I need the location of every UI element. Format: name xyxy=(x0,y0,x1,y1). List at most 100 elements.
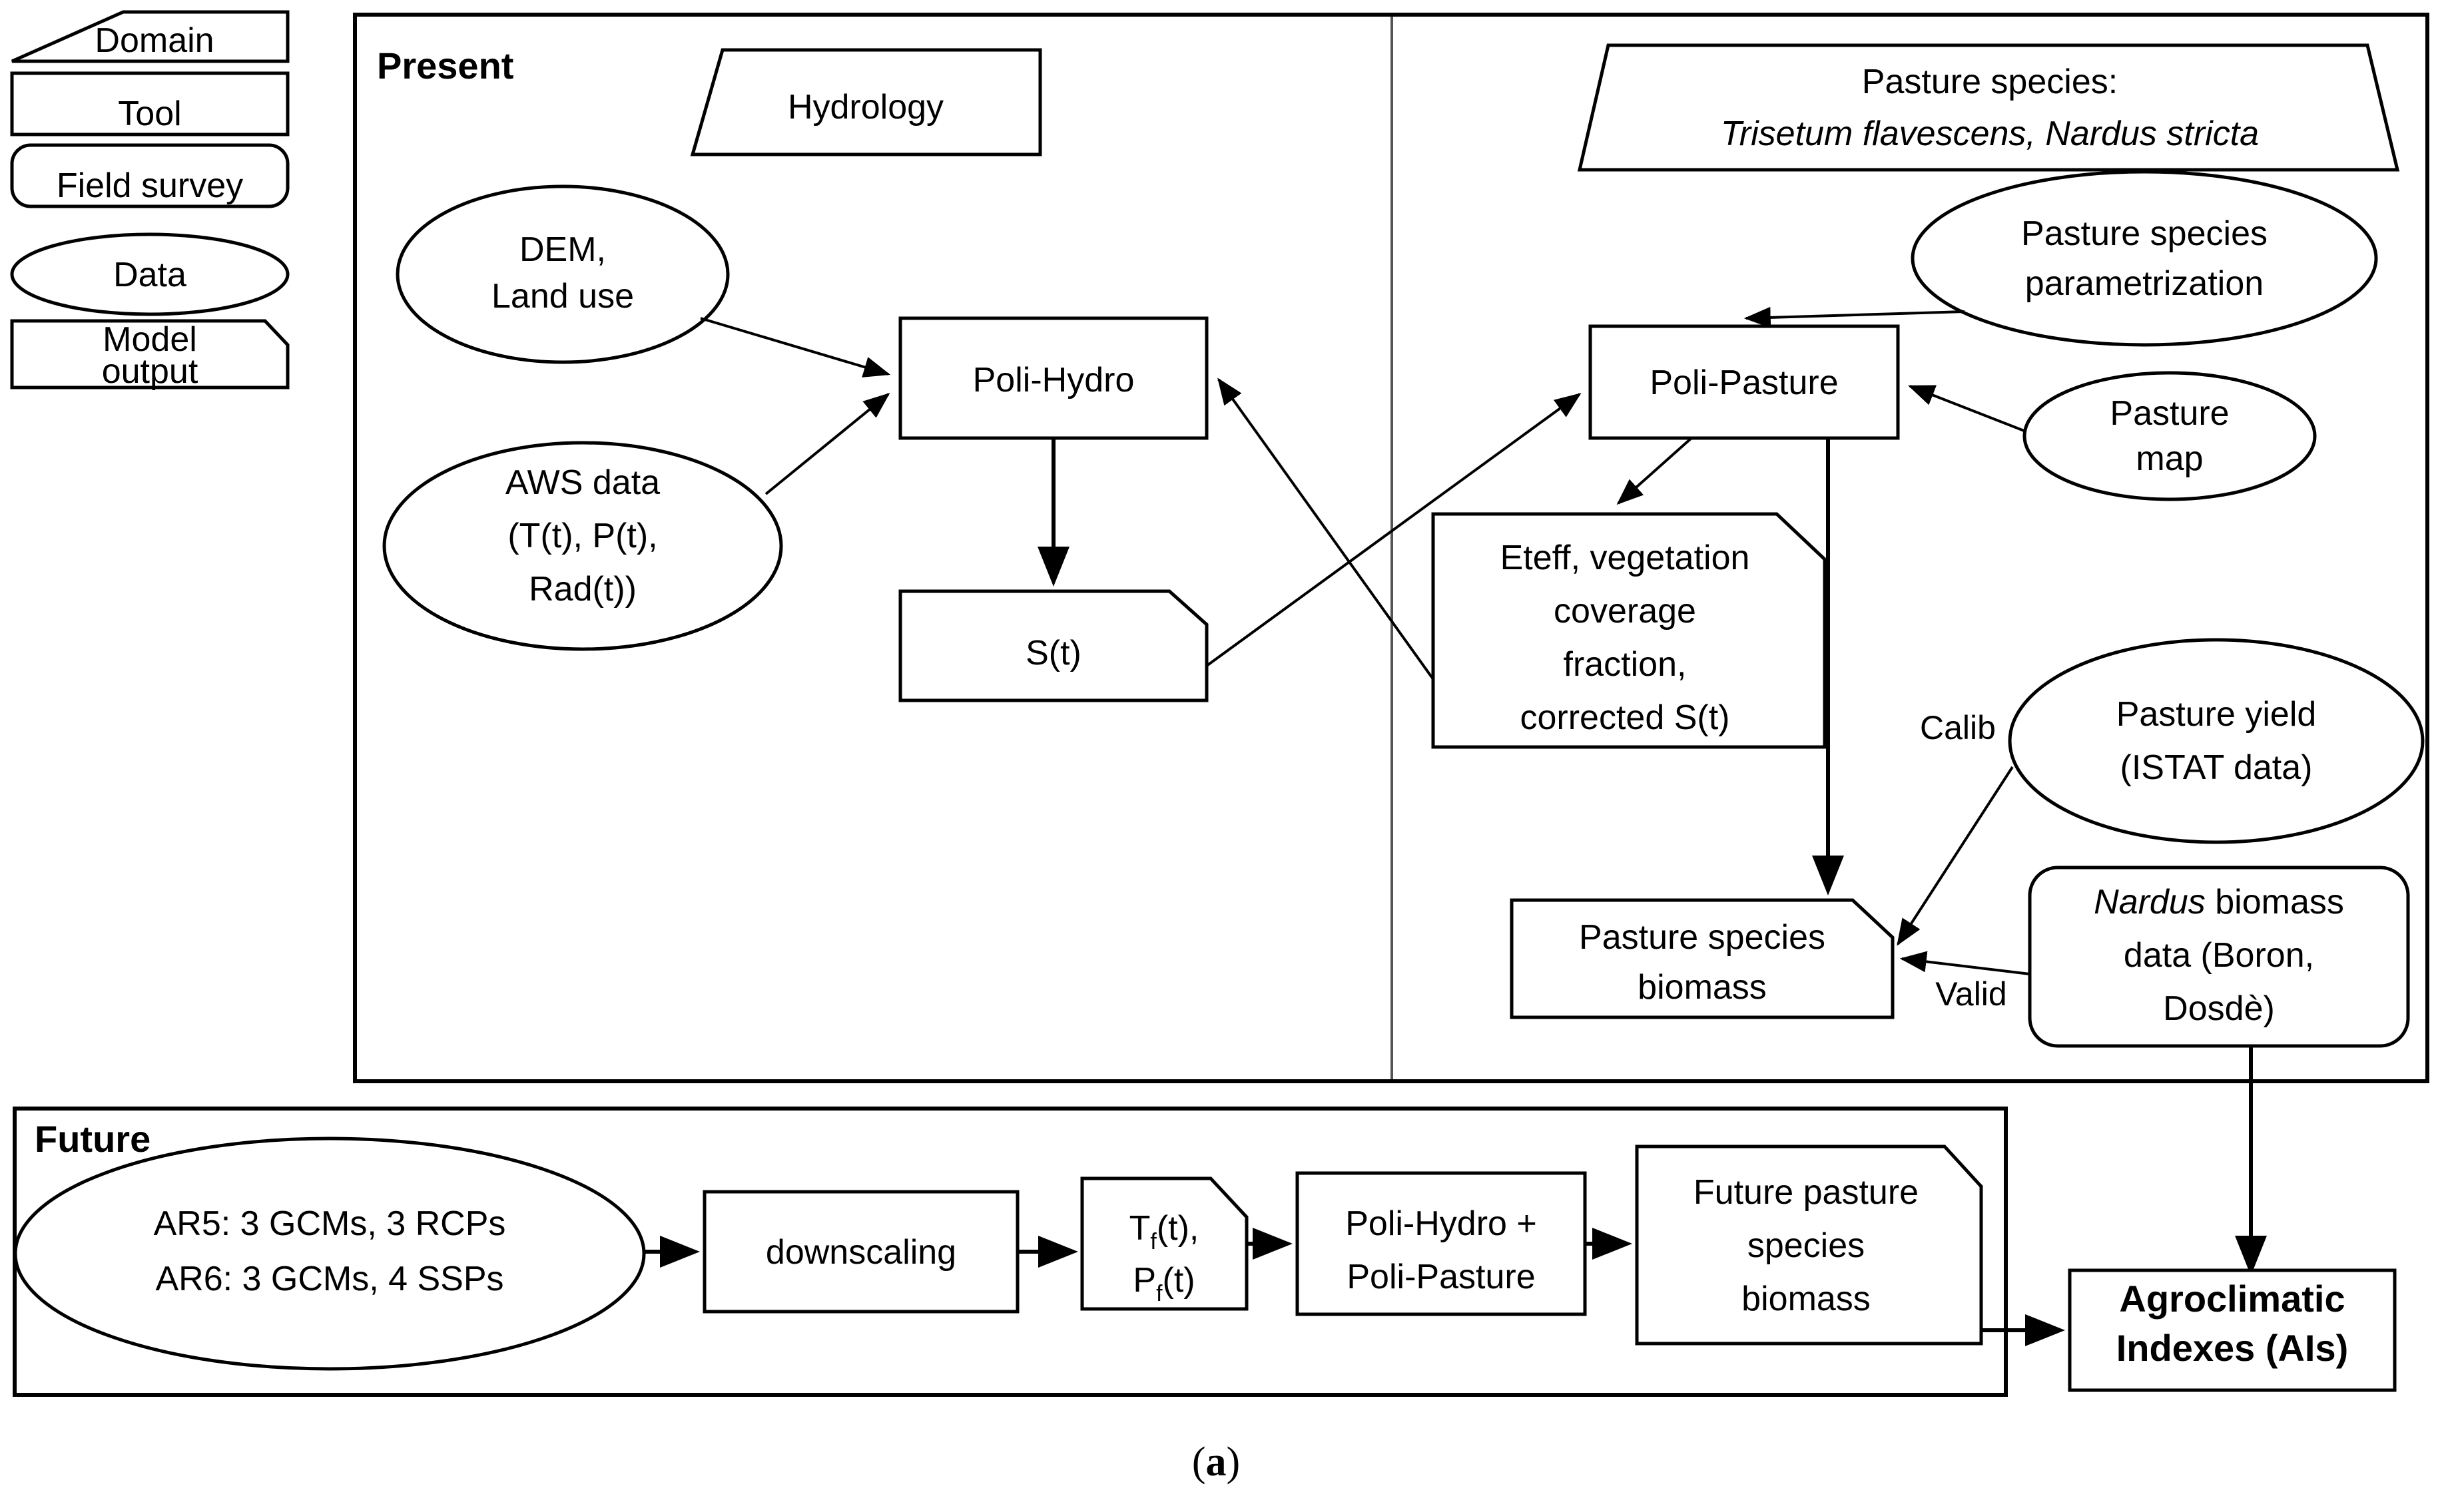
legend-model-output-line1: Model xyxy=(103,320,197,359)
future-output-line2: species xyxy=(1747,1226,1865,1265)
rounded-rectangle-shape xyxy=(2028,866,2410,1048)
rectangle-shape xyxy=(2068,1268,2397,1392)
eteff-line1: Eteff, vegetation xyxy=(1500,539,1750,577)
scenarios-line2: AR6: 3 GCMs, 4 SSPs xyxy=(155,1260,503,1298)
folded-corner-shape xyxy=(1431,512,1827,749)
present-title: Present xyxy=(377,45,513,87)
folded-corner-shape xyxy=(1510,898,1895,1019)
folded-corner-shape xyxy=(1080,1176,1249,1311)
rectangle-shape xyxy=(10,71,290,136)
eteff-line4: corrected S(t) xyxy=(1520,698,1730,737)
legend-tool-label: Tool xyxy=(118,95,181,133)
pasture-species-domain-line1: Pasture species: xyxy=(1862,63,2118,101)
link-pasturemap-to-polipasture xyxy=(1908,385,2026,433)
legend-item-tool: Tool xyxy=(10,71,290,136)
rounded-rectangle-shape xyxy=(10,143,290,208)
legend-field-survey-label: Field survey xyxy=(57,166,243,205)
trapezoid-shape xyxy=(690,48,1042,156)
aws-data-node: AWS data (T(t), P(t), Rad(t)) xyxy=(382,441,783,651)
pasture-parametrization-line1: Pasture species xyxy=(2021,214,2268,253)
ellipse-shape xyxy=(396,184,730,364)
poli-hydro-label: Poli-Hydro xyxy=(973,361,1135,399)
poli-pasture-node: Poli-Pasture xyxy=(1588,324,1900,440)
future-connectors xyxy=(645,1228,2065,1346)
future-models-line1: Poli-Hydro + xyxy=(1345,1204,1537,1243)
future-models-node: Poli-Hydro + Poli-Pasture xyxy=(1295,1171,1587,1316)
future-output-line1: Future pasture xyxy=(1693,1173,1919,1212)
folded-corner-shape xyxy=(1635,1144,1983,1346)
future-models-line2: Poli-Pasture xyxy=(1347,1258,1535,1296)
ellipse-shape xyxy=(2008,638,2425,844)
future-forcings-line2: Pf(t) xyxy=(1133,1261,1195,1306)
link-dem-to-polihydro xyxy=(700,317,891,378)
eteff-line3: fraction, xyxy=(1564,645,1687,684)
aws-data-line2: (T(t), P(t), xyxy=(507,517,657,555)
aws-data-line3: Rad(t)) xyxy=(529,570,637,609)
link-polipasture-to-eteff xyxy=(1616,437,1693,505)
present-panel-border xyxy=(353,13,2429,1083)
folded-corner-shape xyxy=(10,319,290,389)
eteff-node: Eteff, vegetation coverage fraction, cor… xyxy=(1431,512,1827,749)
link-aws-to-polihydro xyxy=(764,392,890,495)
scenarios-node: AR5: 3 GCMs, 3 RCPs AR6: 3 GCMs, 4 SSPs xyxy=(13,1136,646,1371)
legend-item-model-output: Model output xyxy=(10,319,290,391)
agroclimatic-indexes-node: Agroclimatic Indexes (AIs) xyxy=(2068,1268,2397,1392)
pasture-map-node: Pasture map xyxy=(2022,371,2317,501)
legend-domain-label: Domain xyxy=(95,21,214,60)
future-forcings-line1: Tf(t), xyxy=(1129,1209,1199,1254)
folded-corner-shape xyxy=(898,589,1209,702)
rectangle-shape xyxy=(1295,1171,1587,1316)
ellipse-shape xyxy=(382,441,783,651)
ellipse-shape xyxy=(2022,371,2317,501)
link-st-to-polipasture xyxy=(1205,393,1582,667)
legend-panel: Domain Tool Field survey Data Model outp… xyxy=(10,10,290,391)
pasture-map-line1: Pasture xyxy=(2110,394,2229,433)
link-parametrization-to-polipasture xyxy=(1743,306,1965,328)
rectangle-shape xyxy=(1588,324,1900,440)
figure-caption: (a) xyxy=(1192,1439,1240,1485)
hydrology-domain-node: Hydrology xyxy=(690,48,1042,156)
link-yield-to-biomass-calib xyxy=(1897,766,2014,946)
pasture-species-biomass-node: Pasture species biomass xyxy=(1510,898,1895,1019)
ellipse-shape xyxy=(10,232,290,316)
edge-label-valid: Valid xyxy=(1935,975,2006,1013)
future-forcings-node: Tf(t), Pf(t) xyxy=(1080,1176,1249,1311)
eteff-line2: coverage xyxy=(1554,592,1696,630)
edge-label-calib: Calib xyxy=(1920,709,1996,746)
ellipse-shape xyxy=(13,1136,646,1371)
downscaling-node: downscaling xyxy=(703,1190,1020,1314)
future-output-line3: biomass xyxy=(1741,1280,1871,1318)
st-node: S(t) xyxy=(898,589,1209,702)
aws-data-line1: AWS data xyxy=(505,463,660,502)
agroclimatic-indexes-line2: Indexes (AIs) xyxy=(2116,1327,2349,1369)
pasture-species-biomass-line2: biomass xyxy=(1638,968,1767,1007)
rectangle-shape xyxy=(703,1190,1020,1314)
trapezoid-shape xyxy=(1577,43,2400,172)
dem-landuse-line1: DEM, xyxy=(519,230,606,269)
nardus-biomass-line3: Dosdè) xyxy=(2163,989,2275,1028)
pasture-species-domain-node: Pasture species: Trisetum flavescens, Na… xyxy=(1577,43,2400,172)
poli-hydro-node: Poli-Hydro xyxy=(898,316,1209,440)
agroclimatic-indexes-line1: Agroclimatic xyxy=(2119,1278,2345,1320)
future-output-node: Future pasture species biomass xyxy=(1635,1144,1983,1346)
link-eteff-to-polihydro xyxy=(1217,378,1434,680)
downscaling-label: downscaling xyxy=(766,1233,956,1272)
pasture-species-domain-line2: Trisetum flavescens, Nardus stricta xyxy=(1721,115,2259,153)
poli-pasture-label: Poli-Pasture xyxy=(1650,364,1838,402)
nardus-biomass-node: Nardus biomass data (Boron, Dosdè) xyxy=(2028,866,2410,1048)
pasture-yield-line2: (ISTAT data) xyxy=(2120,748,2313,787)
present-connectors xyxy=(700,306,2267,1276)
pasture-species-biomass-line1: Pasture species xyxy=(1579,918,1825,957)
dem-landuse-node: DEM, Land use xyxy=(396,184,730,364)
nardus-biomass-line1: Nardus biomass xyxy=(2094,883,2344,921)
pasture-map-line2: map xyxy=(2136,439,2203,478)
legend-item-domain: Domain xyxy=(11,10,290,63)
st-label: S(t) xyxy=(1026,634,1081,672)
link-nardus-to-biomass-valid xyxy=(1899,951,2030,975)
pasture-yield-line1: Pasture yield xyxy=(2116,695,2317,734)
dem-landuse-line2: Land use xyxy=(491,277,634,316)
legend-data-label: Data xyxy=(113,256,186,294)
pasture-yield-node: Pasture yield (ISTAT data) xyxy=(2008,638,2425,844)
future-title: Future xyxy=(35,1118,151,1160)
pasture-parametrization-node: Pasture species parametrization xyxy=(1911,170,2378,347)
